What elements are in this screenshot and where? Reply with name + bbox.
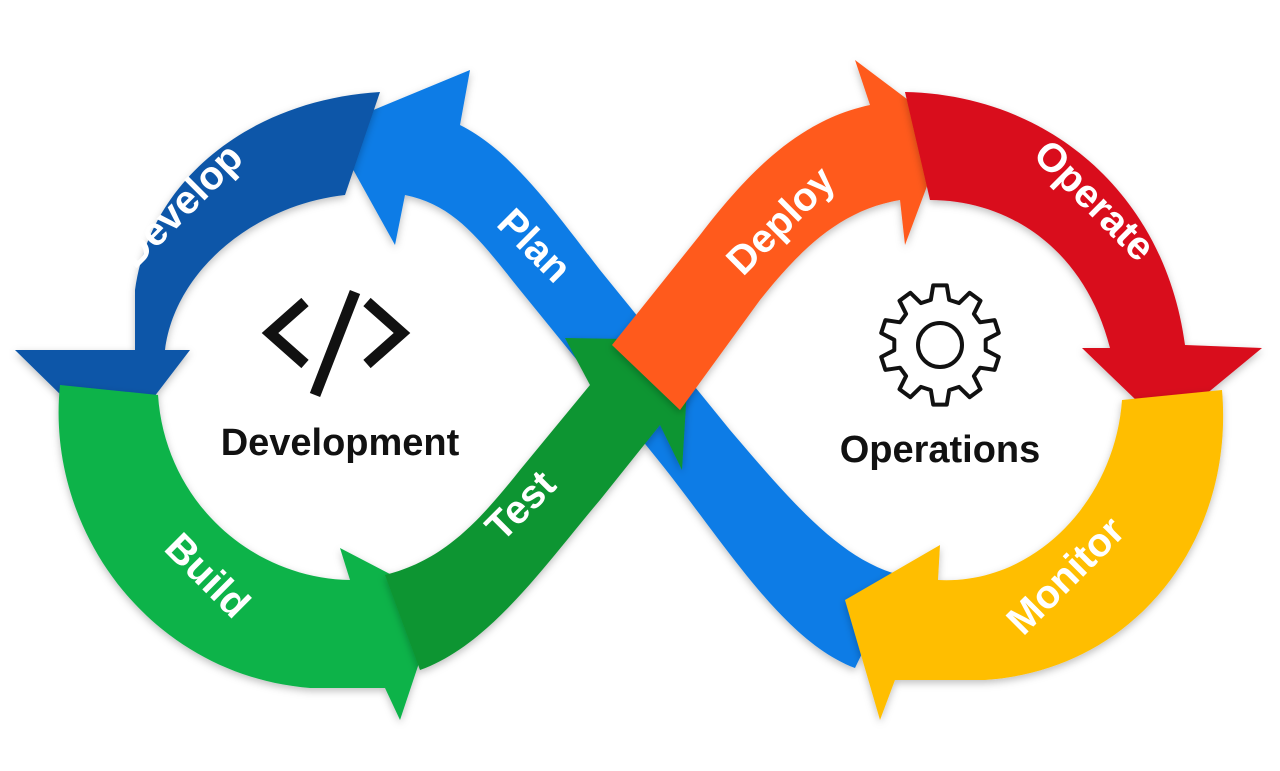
code-brackets-icon [261,290,411,397]
test-ribbon [385,338,690,670]
develop-segment [15,92,380,448]
operate-ribbon [905,92,1262,428]
monitor-segment [845,390,1224,720]
gear-icon [879,283,1001,407]
development-label: Development [221,422,460,464]
develop-ribbon [15,92,380,448]
test-segment [385,338,690,670]
build-segment [58,385,441,720]
deploy-ribbon [612,60,948,410]
deploy-segment [612,60,948,410]
monitor-ribbon [845,390,1224,720]
operate-segment [905,92,1262,428]
operations-label: Operations [840,429,1041,471]
build-ribbon [58,385,441,720]
